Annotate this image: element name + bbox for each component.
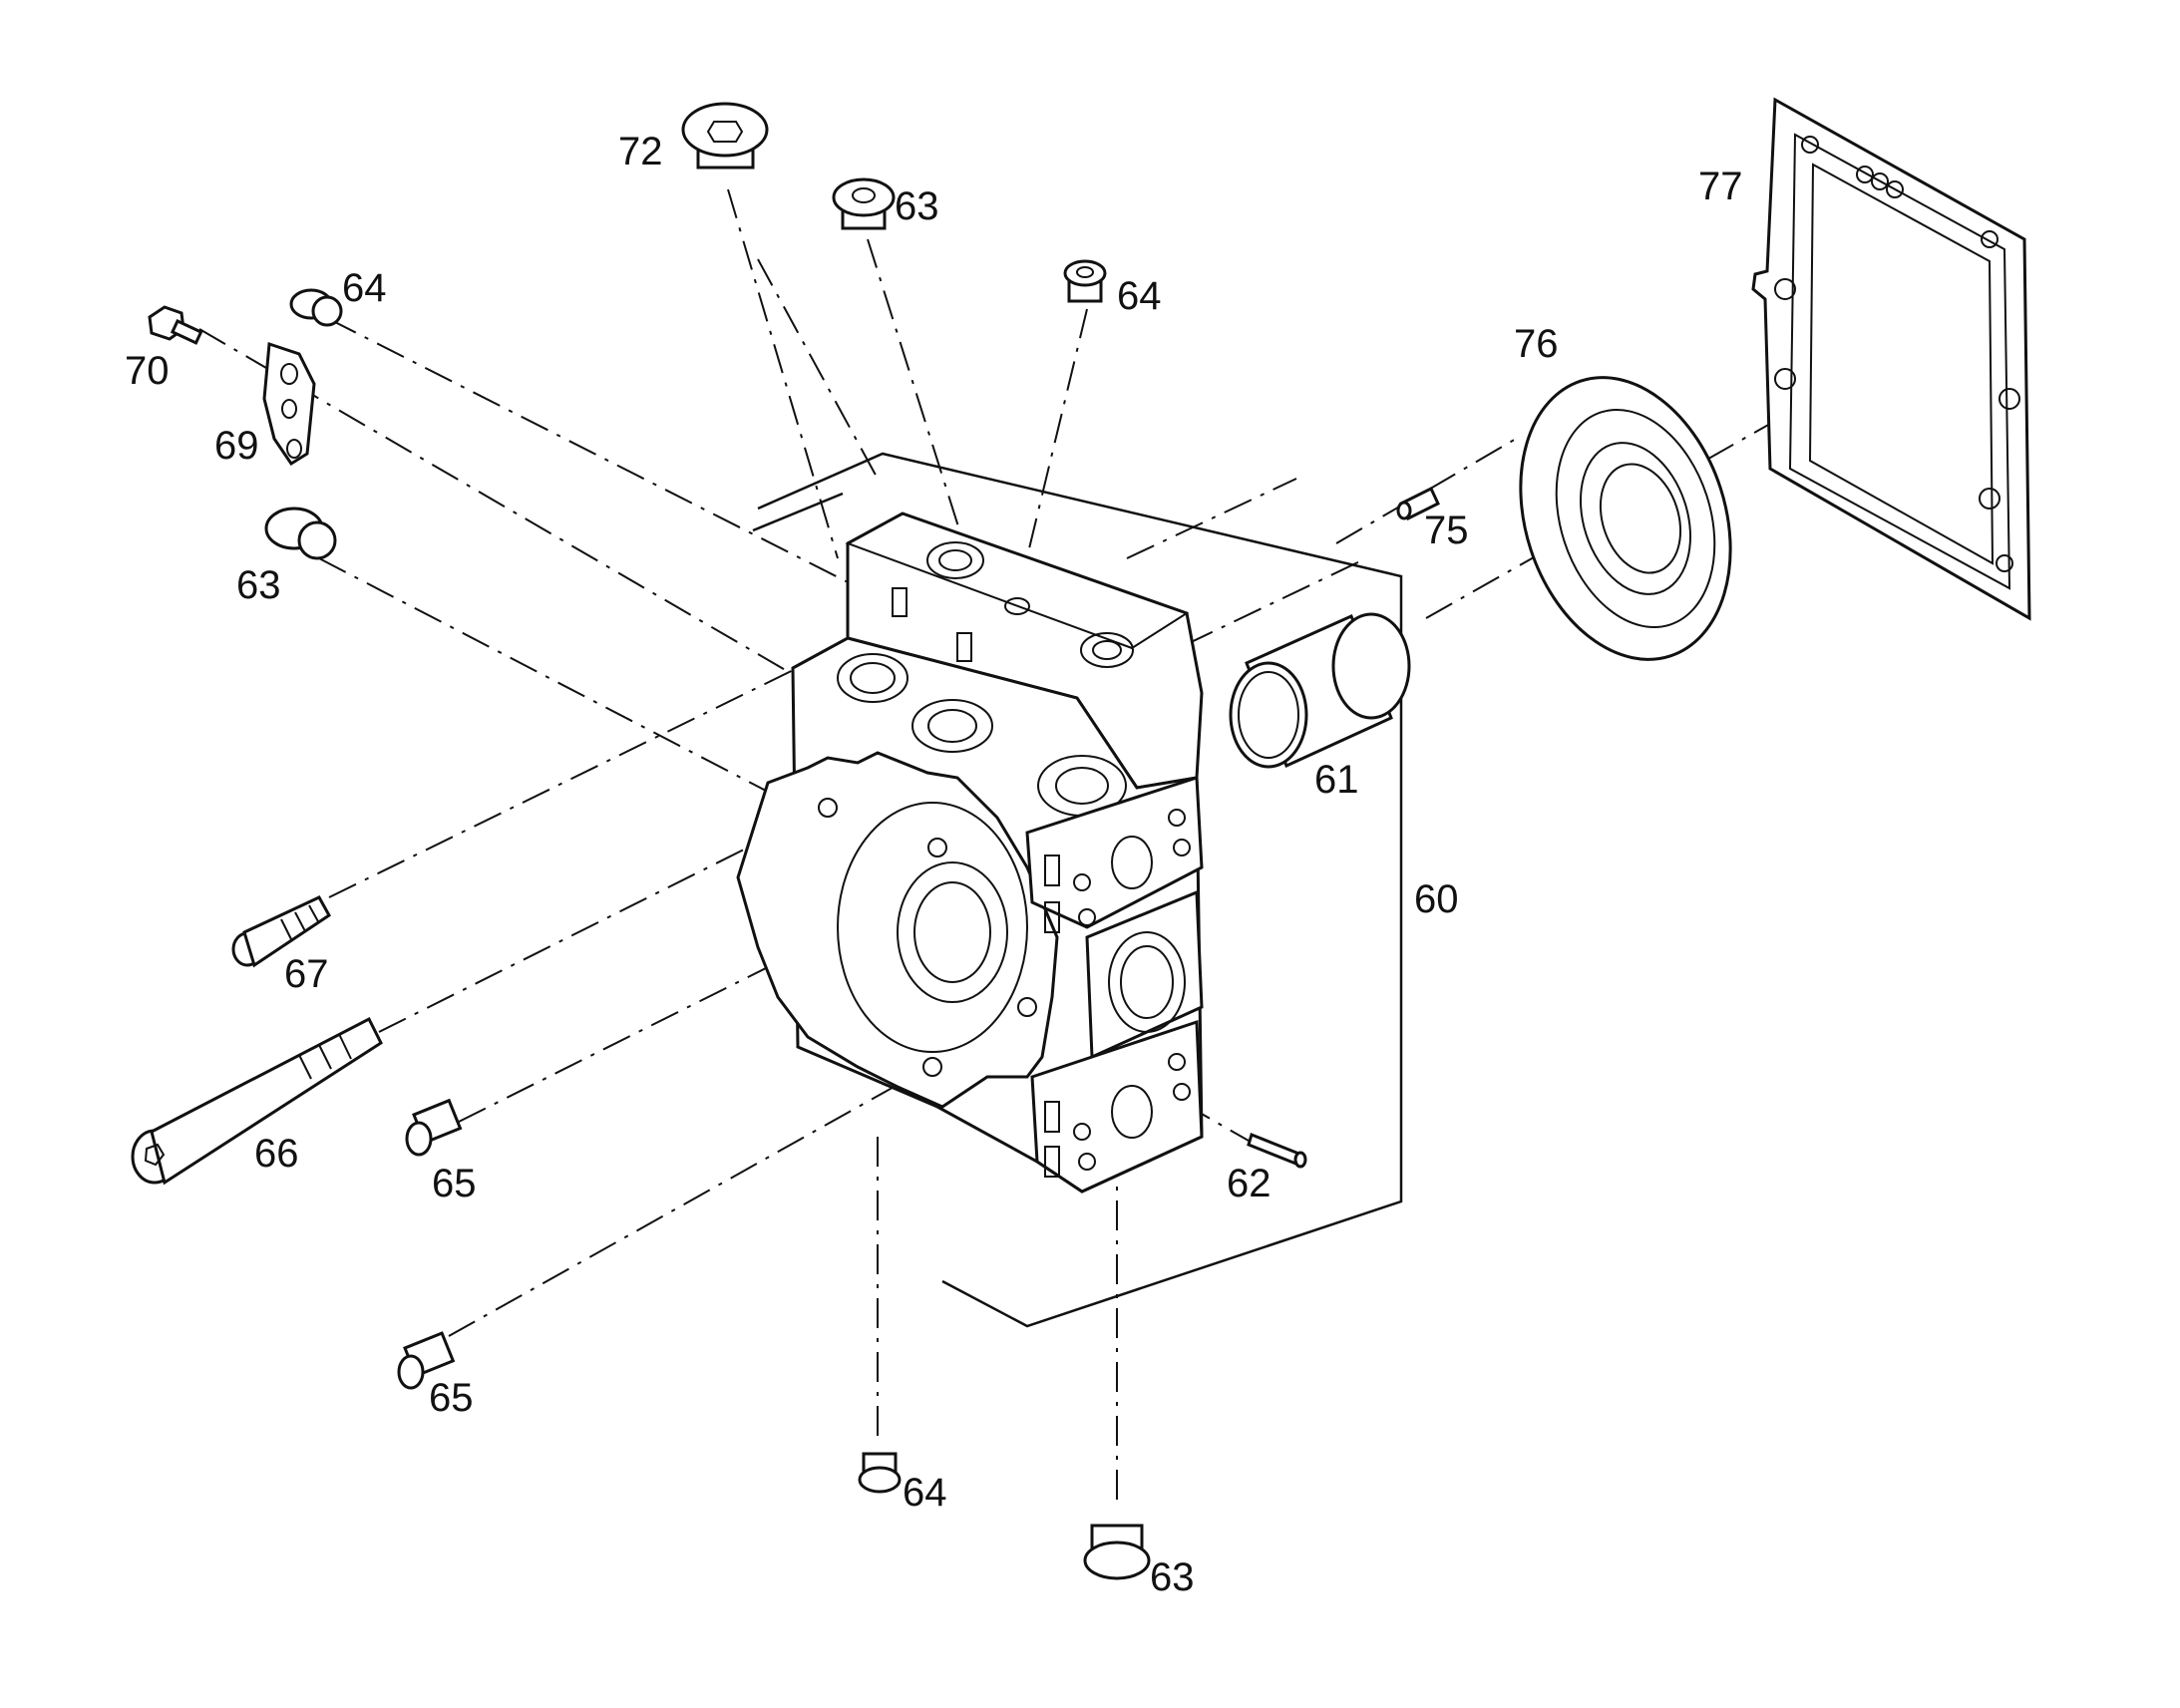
plug-72 — [681, 102, 769, 170]
label-64-top: 64 — [1117, 274, 1162, 318]
pin-65-a — [405, 1098, 463, 1157]
label-65-b: 65 — [429, 1376, 474, 1420]
assembly-bracket-60 — [752, 452, 1403, 1328]
label-70: 70 — [125, 349, 170, 393]
plug-64-bottom — [858, 1452, 902, 1494]
bushing-61 — [1229, 612, 1411, 769]
label-69: 69 — [214, 424, 259, 468]
part-labels: 72 63 64 64 70 69 63 76 77 75 61 60 67 6… — [125, 130, 1743, 1599]
label-77: 77 — [1698, 165, 1743, 208]
label-72: 72 — [618, 130, 663, 173]
label-62: 62 — [1227, 1162, 1272, 1205]
label-63-bottom: 63 — [1150, 1555, 1195, 1599]
plug-64-top — [1063, 259, 1107, 303]
valve-housing — [736, 512, 1204, 1194]
label-61: 61 — [1314, 758, 1359, 802]
label-76: 76 — [1514, 322, 1559, 366]
label-60: 60 — [1414, 877, 1459, 921]
label-66: 66 — [254, 1132, 299, 1176]
label-75: 75 — [1424, 509, 1469, 552]
label-64-left: 64 — [342, 266, 387, 310]
label-64-bottom: 64 — [903, 1471, 947, 1515]
plug-64-left — [289, 288, 343, 327]
screw-67 — [231, 895, 331, 968]
plug-63-left — [264, 507, 337, 560]
plug-63-bottom — [1083, 1524, 1151, 1580]
label-63-top: 63 — [895, 184, 939, 228]
gasket-77 — [1751, 97, 2031, 621]
label-65-a: 65 — [432, 1162, 477, 1205]
plug-63-top — [832, 177, 896, 230]
label-67: 67 — [284, 952, 329, 996]
plate-69 — [262, 341, 316, 467]
bolt-66 — [131, 1016, 383, 1186]
port-plate-76 — [1519, 376, 1732, 661]
label-63-left: 63 — [236, 563, 281, 607]
pin-75 — [1396, 486, 1440, 521]
pin-65-b — [397, 1331, 456, 1390]
pin-62 — [1247, 1132, 1307, 1169]
bolt-70 — [148, 305, 203, 345]
